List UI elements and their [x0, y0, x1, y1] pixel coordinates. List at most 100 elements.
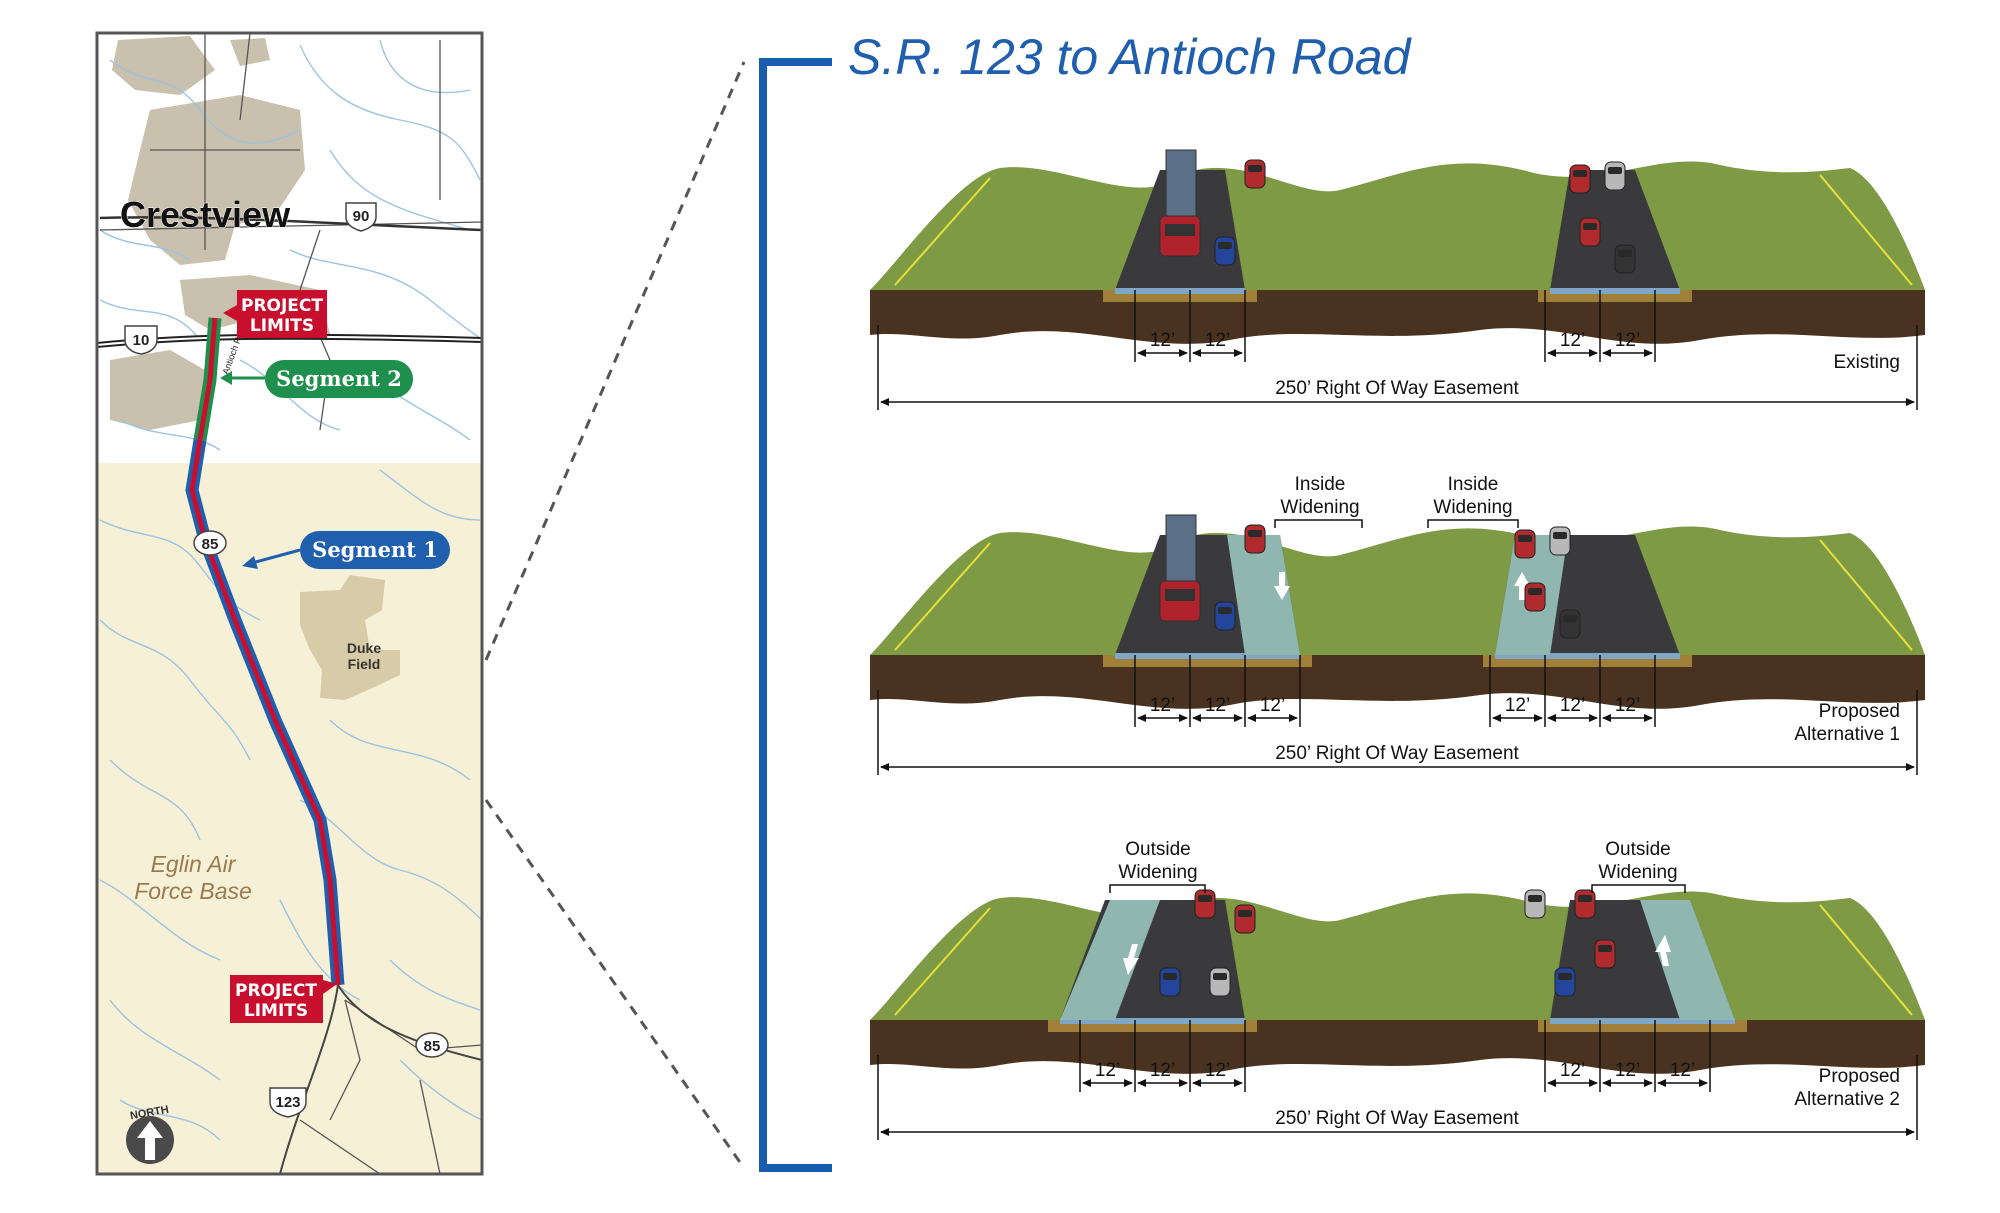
town-label: Crestview: [120, 194, 291, 235]
pavement-left: [1115, 653, 1300, 659]
section-label-line1: Proposed: [1819, 1066, 1900, 1087]
car-window: [1248, 165, 1262, 172]
new-lane-left: [1227, 535, 1300, 655]
widening-label-left-1: Inside: [1295, 474, 1346, 495]
car-window: [1583, 223, 1597, 230]
streams: [99, 39, 482, 1141]
segment-2-callout: Segment 2: [220, 360, 413, 398]
car-window: [1163, 973, 1177, 980]
car: [1524, 582, 1546, 612]
car-window: [1248, 530, 1262, 537]
car: [1579, 217, 1601, 247]
duke-field-label-2: Field: [348, 656, 381, 672]
easement-label: 250’ Right Of Way Easement: [1275, 378, 1519, 399]
svg-text:85: 85: [424, 1038, 441, 1055]
widening-brace-left: [1109, 884, 1206, 893]
edge-line-right: [1819, 904, 1913, 1016]
lane-width-label: 12’: [1560, 1060, 1585, 1081]
car-window: [1573, 170, 1587, 177]
car: [1549, 526, 1571, 556]
lane-width-label: 12’: [1505, 695, 1530, 716]
base-label-2: Force Base: [134, 878, 252, 904]
car: [1234, 904, 1256, 934]
us-90-shield: 90: [345, 202, 377, 232]
car-window: [1518, 535, 1532, 542]
widening-label-right-1: Outside: [1605, 839, 1670, 860]
car: [1554, 967, 1576, 997]
svg-text:90: 90: [353, 208, 370, 225]
pavement-left: [1115, 288, 1245, 294]
leader-line-bottom: [484, 799, 746, 1169]
duke-field-label-1: Duke: [347, 640, 381, 656]
page-title: S.R. 123 to Antioch Road: [848, 29, 1413, 85]
lane-width-label: 12’: [1205, 330, 1230, 351]
section-alt1: 12’12’12’12’12’12’250’ Right Of Way Ease…: [870, 474, 1925, 775]
svg-text:123: 123: [275, 1094, 300, 1111]
car-window: [1528, 895, 1542, 902]
section-existing: 12’12’12’12’250’ Right Of Way EasementEx…: [870, 149, 1925, 410]
lane-arrow-down: [1123, 944, 1139, 975]
svg-text:PROJECT: PROJECT: [235, 981, 317, 1001]
air-force-base-area: [97, 463, 482, 1174]
lane-arrow-up: [1655, 935, 1671, 966]
location-map: Crestview Antioch Rd Duke Field Eglin Ai…: [95, 31, 484, 1176]
edge-line-left: [894, 907, 991, 1016]
edge-line-right: [1819, 539, 1913, 651]
car-window: [1218, 607, 1232, 614]
svg-text:LIMITS: LIMITS: [244, 1001, 308, 1021]
grass-surface: [870, 526, 1925, 655]
section-bracket: [759, 58, 832, 1172]
car-window: [1528, 588, 1542, 595]
i-10-shield: 10: [124, 325, 158, 355]
car: [1559, 609, 1581, 639]
widening-label-right-2: Widening: [1598, 862, 1677, 883]
car-window: [1563, 615, 1577, 622]
lane-arrow-up: [1514, 572, 1530, 600]
section-label-line2: Alternative 1: [1794, 724, 1900, 745]
car: [1569, 164, 1591, 194]
svg-text:Segment 2: Segment 2: [276, 366, 402, 391]
car: [1194, 889, 1216, 919]
lane-width-label: 12’: [1615, 330, 1640, 351]
car: [1214, 601, 1236, 631]
car-window: [1618, 250, 1632, 257]
easement-label: 250’ Right Of Way Easement: [1275, 743, 1519, 764]
svg-text:PROJECT: PROJECT: [241, 296, 323, 316]
us-90-road: [99, 216, 482, 232]
car-window: [1553, 532, 1567, 539]
svg-text:10: 10: [133, 332, 150, 349]
lane-width-label: 12’: [1150, 1060, 1175, 1081]
typical-sections: 12’12’12’12’250’ Right Of Way EasementEx…: [870, 149, 1925, 1140]
roadway-right: [1550, 170, 1680, 290]
car: [1604, 161, 1626, 191]
truck-window: [1165, 589, 1195, 601]
lane-width-label: 12’: [1150, 695, 1175, 716]
car: [1524, 889, 1546, 919]
section-alt2: 12’12’12’12’12’12’250’ Right Of Way Ease…: [870, 839, 1925, 1140]
sr-85-road: [337, 984, 482, 1061]
edge-line-left: [894, 177, 991, 286]
car: [1244, 159, 1266, 189]
svg-text:85: 85: [202, 536, 219, 553]
pavement-left: [1060, 1018, 1245, 1024]
widening-label-left-2: Widening: [1280, 497, 1359, 518]
svg-text:Segment 1: Segment 1: [312, 537, 438, 562]
soil-layer: [870, 290, 1925, 344]
car: [1214, 236, 1236, 266]
lane-width-label: 12’: [1560, 695, 1585, 716]
edge-line-left: [894, 542, 991, 651]
widening-brace-left: [1274, 519, 1363, 528]
car-window: [1578, 895, 1592, 902]
widening-label-right-2: Widening: [1433, 497, 1512, 518]
duke-field-area: [300, 575, 400, 700]
car: [1244, 524, 1266, 554]
car-window: [1608, 167, 1622, 174]
sr-85-shield-south: 85: [415, 1032, 449, 1058]
edge-line-right: [1819, 174, 1913, 286]
car-window: [1213, 973, 1227, 980]
sr-123-road: [279, 984, 339, 1174]
grass-surface: [870, 891, 1925, 1020]
segment-1-callout: Segment 1: [242, 531, 450, 569]
